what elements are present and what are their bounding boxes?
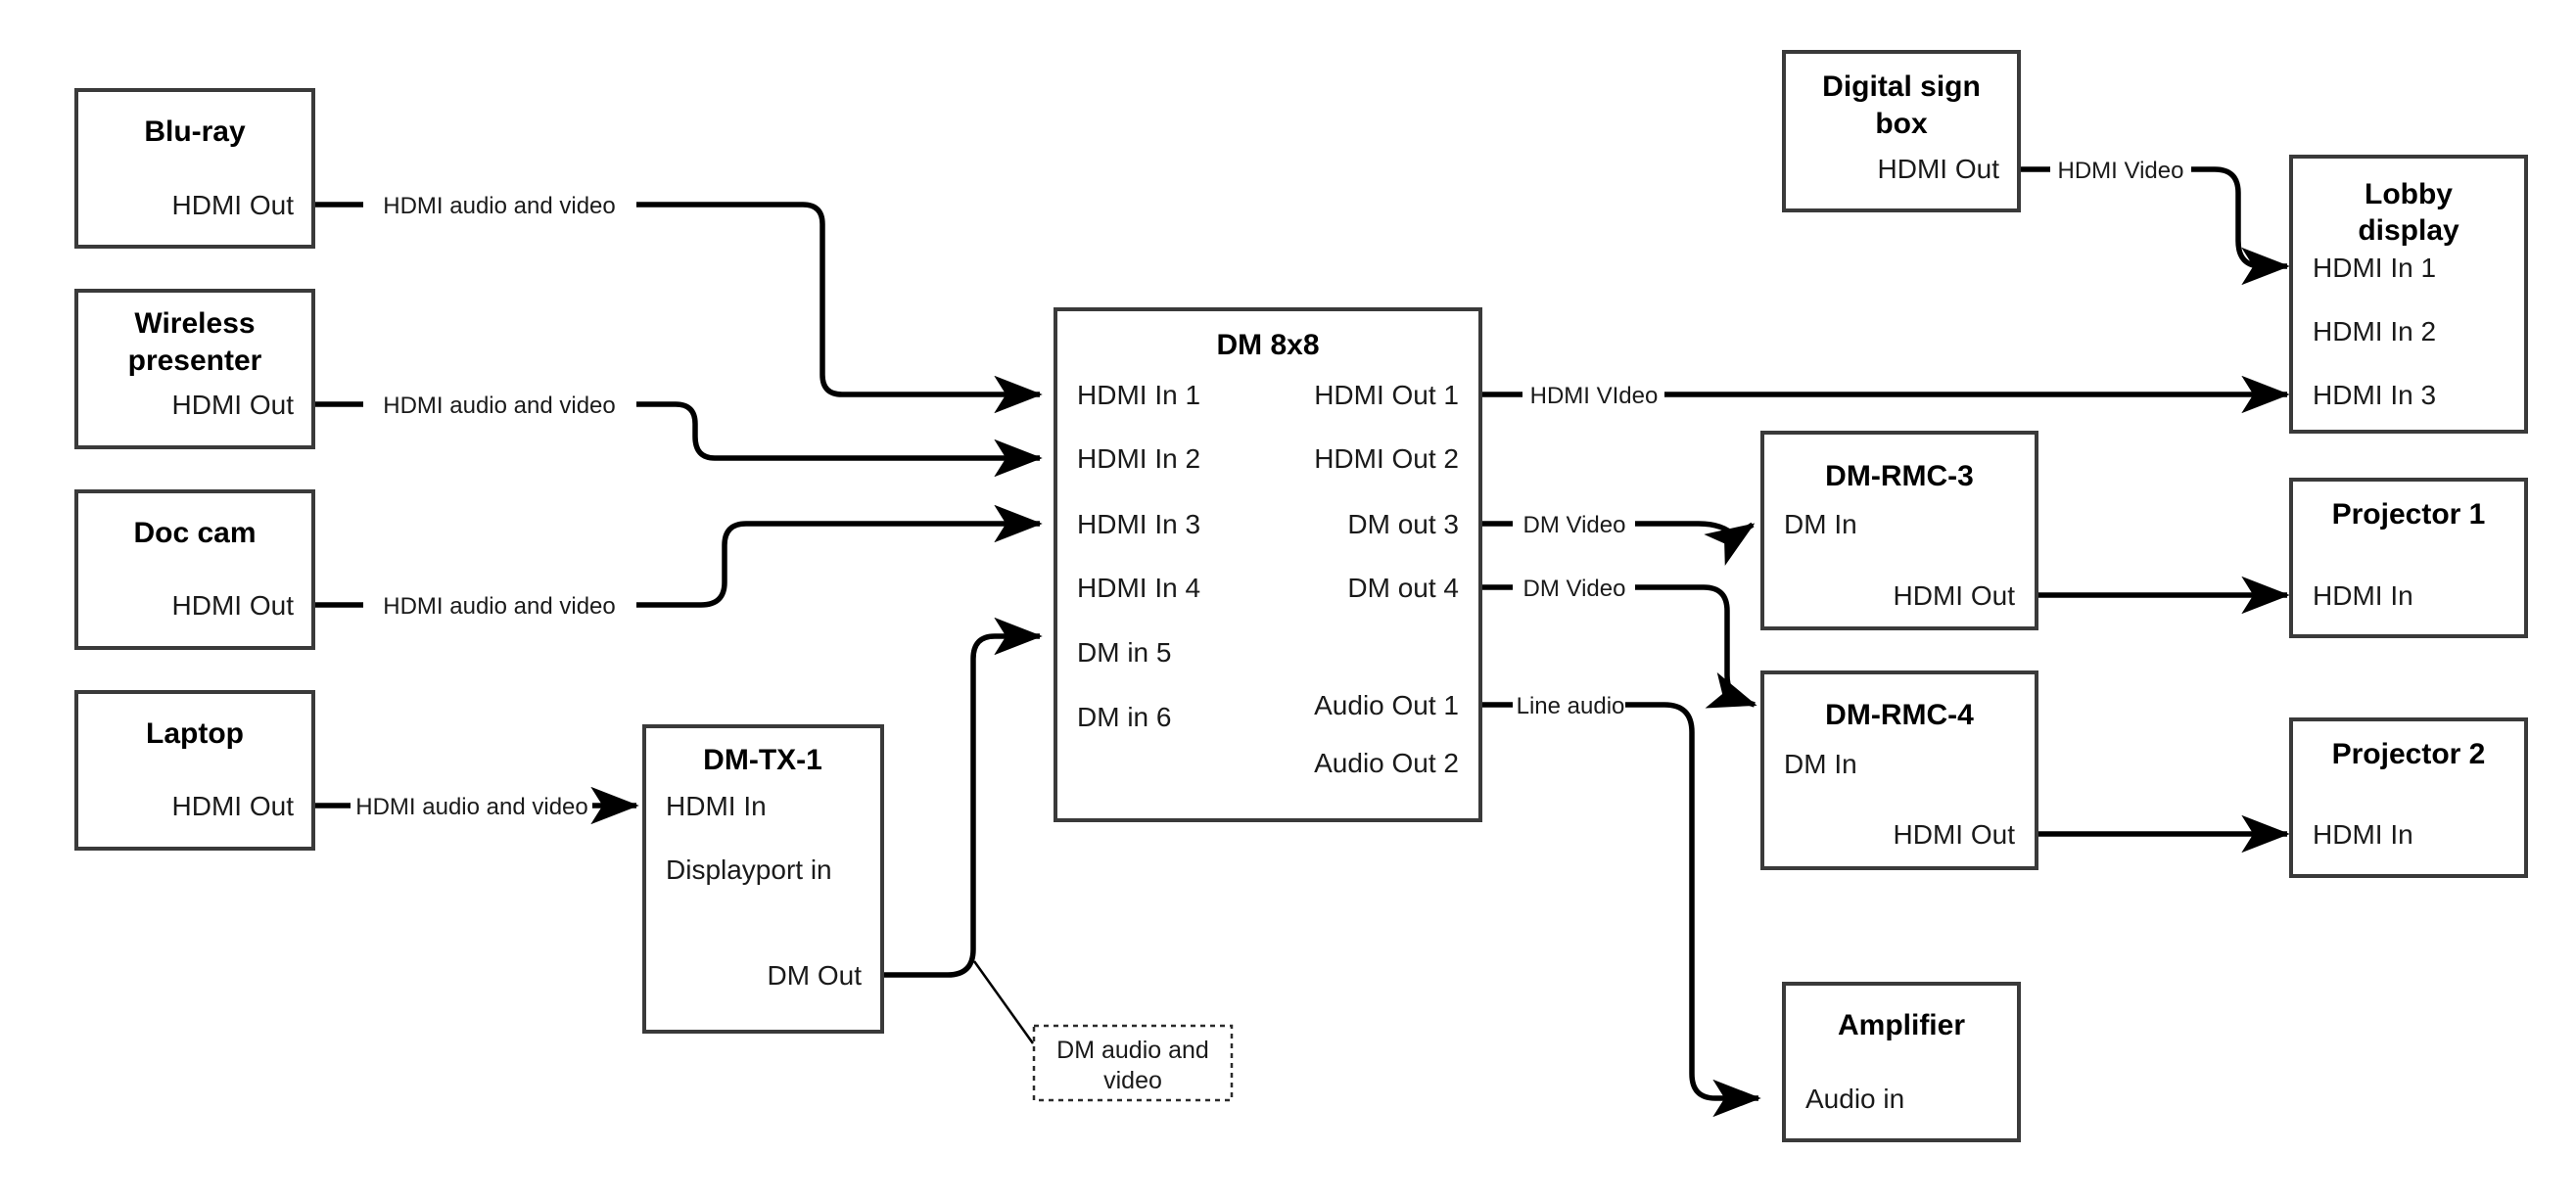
port-projector1-hdmi-in: HDMI In [2313,580,2413,611]
port-wireless-hdmi-out: HDMI Out [172,390,295,420]
edge-label-lineaudio: Line audio [1517,693,1625,719]
port-lobby-hdmi-in-1: HDMI In 1 [2313,253,2436,283]
wire-bluray-to-dm8x8: HDMI audio and video [313,193,1043,414]
node-title-signbox-line1: Digital sign [1822,70,1981,103]
port-dmtx1-dm-out: DM Out [768,960,863,991]
node-lobby-display[interactable]: Lobby display HDMI In 1 HDMI In 2 HDMI I… [2289,155,2528,434]
wire-wireless-to-dm8x8: HDMI audio and video [313,393,1043,478]
wire-dmtx1-to-dm8x8 [882,617,1043,978]
port-dm8x8-in-6: DM in 6 [1077,702,1171,732]
edge-label-dmout3: DM Video [1523,512,1626,538]
wire-dm8x8-out3-to-rmc3: DM Video [1480,512,1756,566]
port-dmtx1-hdmi-in: HDMI In [666,791,767,821]
wire-dm8x8-audio1-to-amplifier: Line audio [1480,693,1761,1118]
edge-label-hdmi-out1: HDMI VIdeo [1530,383,1659,409]
callout-dm-audio-video: DM audio and video [1032,1024,1234,1102]
node-title-bluray: Blu-ray [144,115,246,148]
node-title-lobby-line1: Lobby [2365,178,2453,210]
wire-signbox-to-lobby: HDMI Video [2019,158,2290,286]
edge-label-doccam: HDMI audio and video [383,593,615,620]
node-title-signbox-line2: box [1875,108,1928,140]
port-dm8x8-out-4: DM out 4 [1347,573,1459,603]
port-doccam-hdmi-out: HDMI Out [172,590,295,621]
node-title-dmrmc4: DM-RMC-4 [1825,699,1974,731]
port-amplifier-audio-in: Audio in [1805,1084,1904,1114]
port-dmrmc4-hdmi-out: HDMI Out [1894,819,2016,850]
wire-dm8x8-out1-to-lobby: HDMI VIdeo [1480,375,2290,414]
wire-doccam-to-dm8x8: HDMI audio and video [313,504,1043,620]
node-title-laptop: Laptop [146,717,244,750]
node-bluray[interactable]: Blu-ray HDMI Out [74,88,315,249]
port-projector2-hdmi-in: HDMI In [2313,819,2413,850]
callout-line1: DM audio and [1056,1037,1209,1064]
port-bluray-hdmi-out: HDMI Out [172,190,295,220]
node-wireless-presenter[interactable]: Wireless presenter HDMI Out [74,289,315,449]
node-dm-tx-1[interactable]: DM-TX-1 HDMI In Displayport in DM Out [642,724,884,1034]
node-amplifier[interactable]: Amplifier Audio in [1782,982,2021,1142]
node-title-doccam: Doc cam [133,517,256,549]
edge-label-bluray: HDMI audio and video [383,193,615,219]
edge-label-laptop: HDMI audio and video [355,794,587,820]
edge-label-signbox: HDMI Video [2058,158,2184,184]
port-dm8x8-in-5: DM in 5 [1077,637,1171,668]
port-dm8x8-in-1: HDMI In 1 [1077,380,1200,410]
callout-leader-line [972,960,1035,1044]
port-dmrmc4-dm-in: DM In [1784,749,1857,779]
port-laptop-hdmi-out: HDMI Out [172,791,295,821]
node-dm-rmc-4[interactable]: DM-RMC-4 DM In HDMI Out [1760,670,2038,870]
callout-line2: video [1103,1067,1162,1094]
node-dm-8x8[interactable]: DM 8x8 HDMI In 1 HDMI In 2 HDMI In 3 HDM… [1054,307,1482,822]
wire-dm8x8-out4-to-rmc4: DM Video [1480,576,1757,709]
node-title-projector2: Projector 2 [2332,738,2486,770]
port-signbox-hdmi-out: HDMI Out [1878,154,2000,184]
node-title-dmrmc3: DM-RMC-3 [1825,460,1974,492]
port-dmrmc3-dm-in: DM In [1784,509,1857,539]
port-lobby-hdmi-in-2: HDMI In 2 [2313,316,2436,346]
port-dmrmc3-hdmi-out: HDMI Out [1894,580,2016,611]
node-digital-sign-box[interactable]: Digital sign box HDMI Out [1782,50,2021,212]
edge-label-dmout4: DM Video [1523,576,1626,602]
node-title-projector1: Projector 1 [2332,498,2486,531]
node-title-wireless-line2: presenter [128,345,262,377]
node-title-amplifier: Amplifier [1838,1009,1965,1041]
port-dm8x8-audio-out-2: Audio Out 2 [1314,748,1459,778]
port-lobby-hdmi-in-3: HDMI In 3 [2313,380,2436,410]
port-dm8x8-out-2: HDMI Out 2 [1314,443,1459,474]
port-dm8x8-in-4: HDMI In 4 [1077,573,1200,603]
node-laptop[interactable]: Laptop HDMI Out [74,690,315,851]
port-dm8x8-in-3: HDMI In 3 [1077,509,1200,539]
node-title-wireless-line1: Wireless [134,307,255,340]
node-title-dmtx1: DM-TX-1 [703,744,822,776]
node-title-dm8x8: DM 8x8 [1216,329,1319,361]
node-doc-cam[interactable]: Doc cam HDMI Out [74,489,315,650]
wire-laptop-to-dmtx1: HDMI audio and video [313,786,639,825]
node-title-lobby-line2: display [2358,214,2459,247]
port-dmtx1-displayport-in: Displayport in [666,855,832,885]
port-dm8x8-out-1: HDMI Out 1 [1314,380,1459,410]
node-dm-rmc-3[interactable]: DM-RMC-3 DM In HDMI Out [1760,431,2038,630]
port-dm8x8-audio-out-1: Audio Out 1 [1314,690,1459,720]
node-projector-1[interactable]: Projector 1 HDMI In [2289,478,2528,638]
node-projector-2[interactable]: Projector 2 HDMI In [2289,717,2528,878]
port-dm8x8-in-2: HDMI In 2 [1077,443,1200,474]
edge-label-wireless: HDMI audio and video [383,393,615,419]
port-dm8x8-out-3: DM out 3 [1347,509,1459,539]
